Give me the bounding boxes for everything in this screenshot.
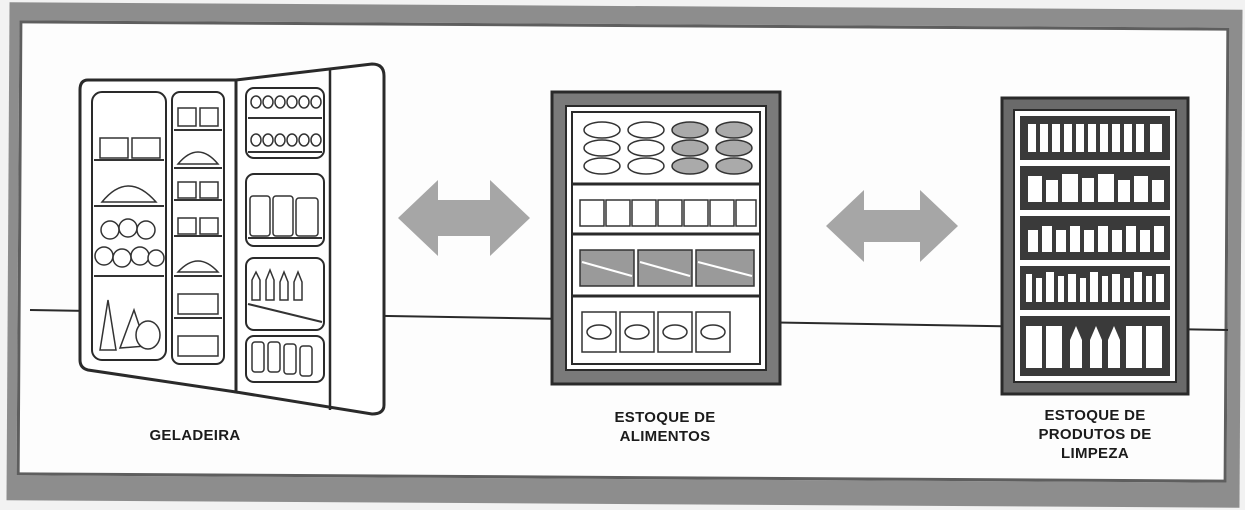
refrigerator-icon — [78, 62, 386, 416]
double-arrow-icon — [398, 180, 530, 256]
cleaning-stock-label: ESTOQUE DE PRODUTOS DE LIMPEZA — [1010, 406, 1180, 463]
double-arrow-icon-2 — [826, 190, 958, 262]
food-stock-label-line2: ALIMENTOS — [619, 428, 711, 445]
cleaning-stock-label-line3: LIMPEZA — [1061, 445, 1129, 462]
food-stock-label-line1: ESTOQUE DE — [614, 409, 716, 426]
cleaning-stock-label-line2: PRODUTOS DE — [1038, 426, 1152, 443]
cleaning-stock-label-line1: ESTOQUE DE — [1044, 407, 1146, 424]
food-pantry-icon — [550, 90, 782, 386]
cleaning-shelf-icon — [1000, 96, 1190, 396]
fridge-label: GELADEIRA — [130, 426, 260, 445]
fridge-label-text: GELADEIRA — [149, 427, 241, 444]
food-stock-label: ESTOQUE DE ALIMENTOS — [580, 408, 750, 446]
